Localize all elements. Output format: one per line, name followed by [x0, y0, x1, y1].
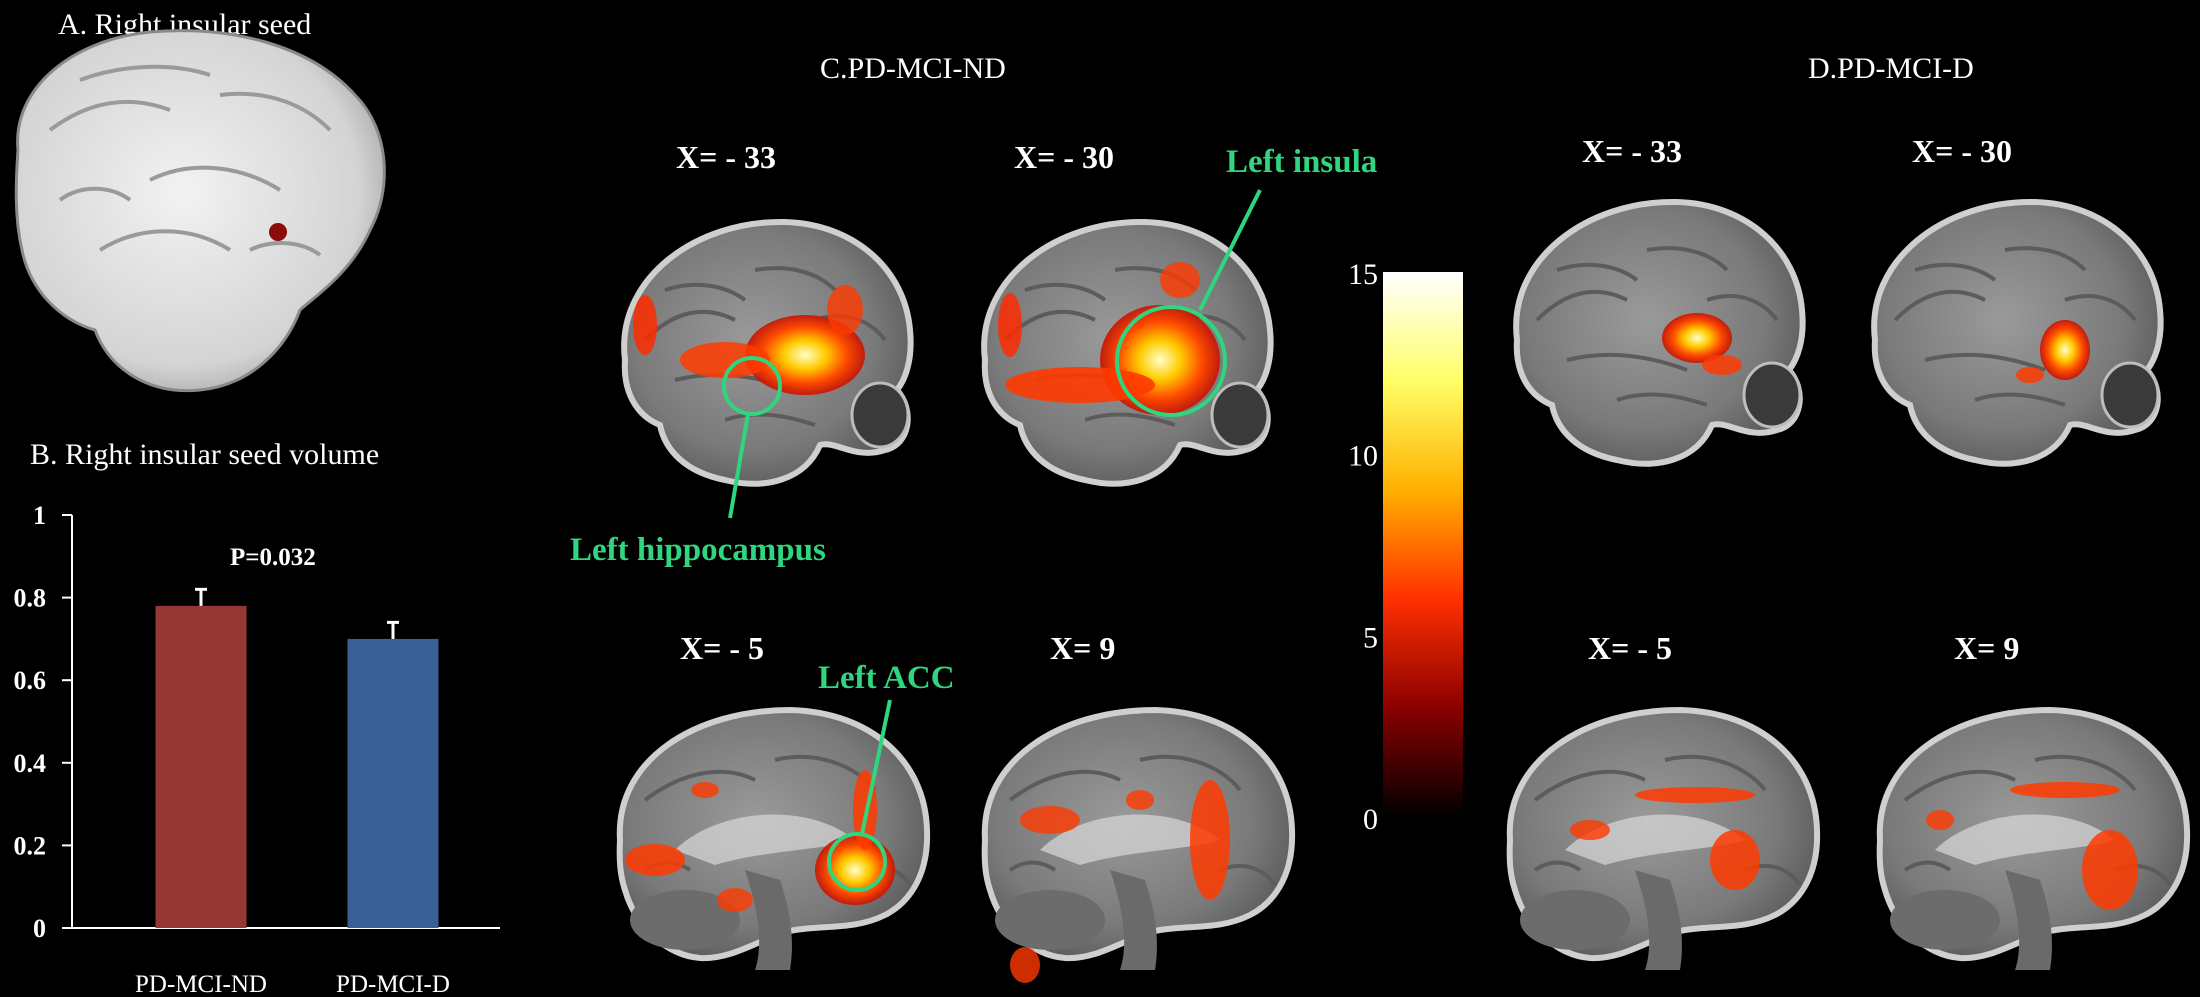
hippocampus-pointer-line: [728, 413, 750, 519]
colorbar-ticks: 15 10 5 0: [1348, 258, 1378, 836]
colorbar: [1383, 272, 1463, 817]
slice-label-d-bottom-left: X= - 5: [1588, 630, 1672, 666]
slice-label-c-bottom-right: X= 9: [1050, 630, 1115, 666]
panel-b-title: B. Right insular seed volume: [30, 438, 379, 471]
brain-slice-d-top-right: [1874, 202, 2160, 464]
panel-d-title: D.PD-MCI-D: [1808, 52, 1974, 85]
slice-label-d-bottom-right: X= 9: [1954, 630, 2019, 666]
seed-brain-image: [14, 29, 386, 393]
label-left-hippocampus: Left hippocampus: [570, 532, 826, 568]
bar-pd-mci-d: [347, 638, 439, 928]
colorbar-tick-label: 10: [1348, 440, 1378, 473]
panel-c-title: C.PD-MCI-ND: [820, 52, 1006, 85]
acc-pointer-line: [860, 699, 892, 835]
brain-slice-d-top-left: [1516, 202, 1802, 464]
slice-label-c-top-left: X= - 33: [676, 139, 776, 175]
colorbar-tick-label: 0: [1363, 803, 1378, 836]
y-tick-label: 0.6: [14, 666, 47, 695]
y-tick-label: 0: [33, 914, 46, 943]
colorbar-tick-label: 5: [1363, 621, 1378, 654]
label-left-insula: Left insula: [1226, 144, 1377, 180]
brain-slice-c-bottom-right: [985, 710, 1292, 983]
hippocampus-marker-circle: [722, 356, 782, 416]
insula-pointer-line: [1198, 189, 1262, 311]
x-category-label: PD-MCI-ND: [135, 971, 267, 997]
slice-label-d-top-left: X= - 33: [1582, 133, 1682, 169]
colorbar-tick-label: 15: [1348, 258, 1378, 291]
brain-slice-c-top-right: [984, 222, 1270, 484]
slice-label-c-top-right: X= - 30: [1014, 139, 1114, 175]
seed-marker: [269, 223, 287, 241]
x-category-label: PD-MCI-D: [336, 971, 450, 997]
slice-label-d-top-right: X= - 30: [1912, 133, 2012, 169]
insula-marker-circle: [1115, 305, 1227, 417]
slice-label-c-bottom-left: X= - 5: [680, 630, 764, 666]
y-tick-label: 0.4: [14, 749, 47, 778]
bar-pd-mci-nd: [155, 605, 247, 928]
y-tick-label: 0.2: [14, 831, 47, 860]
brain-slice-d-bottom-right: [1880, 710, 2187, 970]
p-value-annotation: P=0.032: [230, 544, 316, 571]
y-tick-label: 1: [33, 501, 46, 530]
acc-marker-circle: [827, 832, 887, 892]
bar-chart: 1 0.8 0.6 0.4 0.2 0 PD-MCI-ND PD-MCI-D P=0.032: [14, 501, 500, 997]
y-tick-label: 0.8: [14, 584, 47, 613]
brain-slice-d-bottom-left: [1510, 710, 1817, 970]
label-left-acc: Left ACC: [818, 660, 955, 696]
brain-slice-c-top-left: [624, 222, 910, 484]
